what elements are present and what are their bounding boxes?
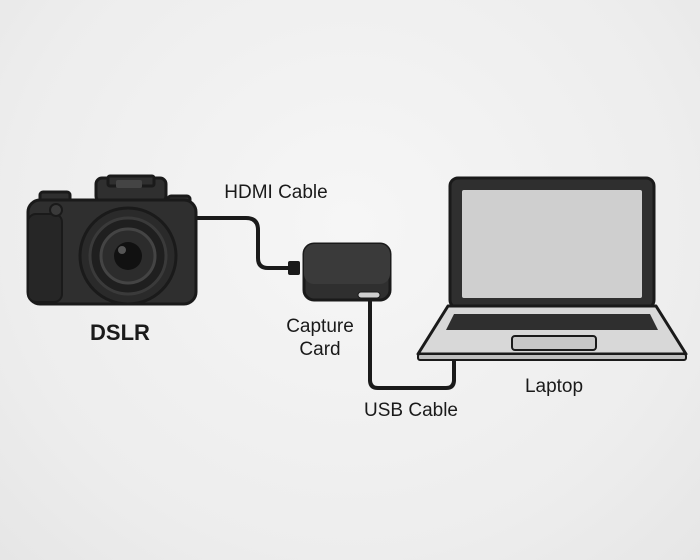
laptop-device [416,176,688,361]
laptop-touchpad [511,335,597,351]
hdmi-plug [288,261,300,275]
capture-card-label-line1: Capture [286,316,354,337]
usb-cable-label: USB Cable [364,400,458,421]
camera-lens-glass [114,242,142,270]
laptop-screen [462,190,642,298]
laptop-keyboard [446,314,658,330]
capture-card-usb-port [357,291,381,299]
usb-cable [368,296,456,390]
capture-card-label-line2: Card [299,339,340,360]
capture-card-device [302,242,392,302]
camera-button [49,203,63,217]
dslr-camera [26,174,198,306]
dslr-label: DSLR [90,320,150,345]
hdmi-cable-label: HDMI Cable [224,182,327,203]
laptop-label: Laptop [525,376,583,397]
hdmi-cable [194,216,294,270]
